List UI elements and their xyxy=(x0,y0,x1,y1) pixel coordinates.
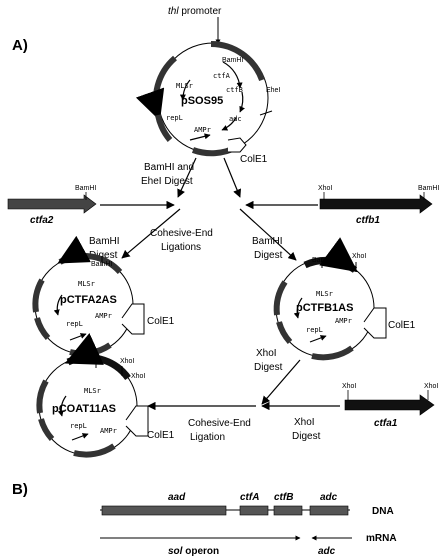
pCTFA2AS-ampr: AMPr xyxy=(95,312,112,320)
pCOAT11AS-ampr: AMPr xyxy=(100,427,117,435)
plasmid-pCOAT11AS xyxy=(36,333,149,458)
gene-aad: aad xyxy=(168,492,186,503)
pCTFB1AS-name: pCTFB1AS xyxy=(296,302,353,314)
pCOAT11AS-mlsr: MLSr xyxy=(84,387,101,395)
dna-label: DNA xyxy=(372,506,394,517)
pCTFA2AS-name: pCTFA2AS xyxy=(60,294,117,306)
pCOAT11AS-cole1: ColE1 xyxy=(147,430,175,441)
pSOS95-bamhi: BamHI xyxy=(222,57,243,64)
pSOS95-ctfB: ctfB xyxy=(226,86,243,94)
mlsr-arc xyxy=(135,55,178,121)
pSOS95-cole1: ColE1 xyxy=(240,154,268,165)
pSOS95-repl: repL xyxy=(166,114,183,122)
pCTFB1AS-xhoi: XhoI xyxy=(352,253,366,260)
pCTFA2AS-mlsr: MLSr xyxy=(78,280,95,288)
pCTFB1AS-bamhi: BamHI xyxy=(312,257,333,264)
panel-b-label: B) xyxy=(12,481,28,498)
gene-ctfA: ctfA xyxy=(240,492,259,503)
pSOS95-ehei: EheI xyxy=(266,87,280,94)
ctfa2-label: ctfa2 xyxy=(30,215,54,226)
ligation-bottom-2: Ligation xyxy=(190,432,225,443)
bamhi-digest-right-1: BamHI xyxy=(252,236,283,247)
adc-mrna-label: adc xyxy=(318,546,336,557)
ctfb1-label: ctfb1 xyxy=(356,215,380,226)
ctfb1-fragment xyxy=(319,194,433,214)
pCOAT11AS-xhoi-2: XhoI xyxy=(131,373,145,380)
repl-arc xyxy=(155,114,173,142)
ctfb1-bamhi: BamHI xyxy=(418,185,439,192)
pCTFB1AS-ampr: AMPr xyxy=(335,317,352,325)
cole1-box xyxy=(227,137,247,153)
ctfa2-bamhi: BamHI xyxy=(75,185,96,192)
gene-adc: adc xyxy=(320,492,338,503)
pSOS95-ctfA: ctfA xyxy=(213,72,231,80)
pSOS95-ampr: AMPr xyxy=(194,126,211,134)
ligation-bottom-1: Cohesive-End xyxy=(188,418,251,429)
pSOS95-mlsr: MLSr xyxy=(176,82,193,90)
bamhi-digest-left-1: BamHI xyxy=(89,236,120,247)
bamhi-digest-left-2: Digest xyxy=(89,250,118,261)
panel-a-label: A) xyxy=(12,37,28,54)
pCTFB1AS-repl: repL xyxy=(306,326,323,334)
thl-gene-arc xyxy=(210,40,265,82)
gene-ctfB: ctfB xyxy=(274,492,293,503)
xhoi-digest-mid-2: Digest xyxy=(254,362,283,373)
bamhi-digest-right-2: Digest xyxy=(254,250,283,261)
ctfb1-xhoi: XhoI xyxy=(318,185,332,192)
ligation-center-1: Cohesive-End xyxy=(150,228,213,239)
ctfa1-label: ctfa1 xyxy=(374,418,398,429)
pCOAT11AS-xhoi-1: XhoI xyxy=(120,358,134,365)
promoter-label: thl promoter xyxy=(168,6,222,17)
ctfa1-fragment xyxy=(344,394,435,416)
digest1-line2: EheI Digest xyxy=(141,176,193,187)
plasmid-pCTFB1AS xyxy=(273,237,387,361)
pCOAT11AS-repl: repL xyxy=(70,422,87,430)
pSOS95-adc: adc xyxy=(229,115,242,123)
pSOS95-name: pSOS95 xyxy=(181,95,223,107)
pCTFA2AS-bamhi: BamHI xyxy=(91,261,112,268)
pCOAT11AS-name: pCOAT11AS xyxy=(52,403,116,415)
ligation-center-2: Ligations xyxy=(161,242,201,253)
pCTFB1AS-mlsr: MLSr xyxy=(316,290,333,298)
ctfa1-xhoi-right: XhoI xyxy=(424,383,438,390)
plasmid-pSOS95 xyxy=(135,40,273,157)
digest1-line1: BamHI and xyxy=(144,162,194,173)
pCTFB1AS-cole1: ColE1 xyxy=(388,320,416,331)
dna-map xyxy=(100,505,350,516)
mrna-label: mRNA xyxy=(366,533,397,544)
ctfa2-fragment xyxy=(7,194,97,214)
ctfa1-xhoi-left: XhoI xyxy=(342,383,356,390)
xhoi-digest-mid-1: XhoI xyxy=(256,348,277,359)
xhoi-digest-bottom-2: Digest xyxy=(292,431,321,442)
pCTFA2AS-cole1: ColE1 xyxy=(147,316,175,327)
sol-operon-label: sol operon xyxy=(168,546,219,557)
xhoi-digest-bottom-1: XhoI xyxy=(294,417,315,428)
pCTFA2AS-repl: repL xyxy=(66,320,83,328)
